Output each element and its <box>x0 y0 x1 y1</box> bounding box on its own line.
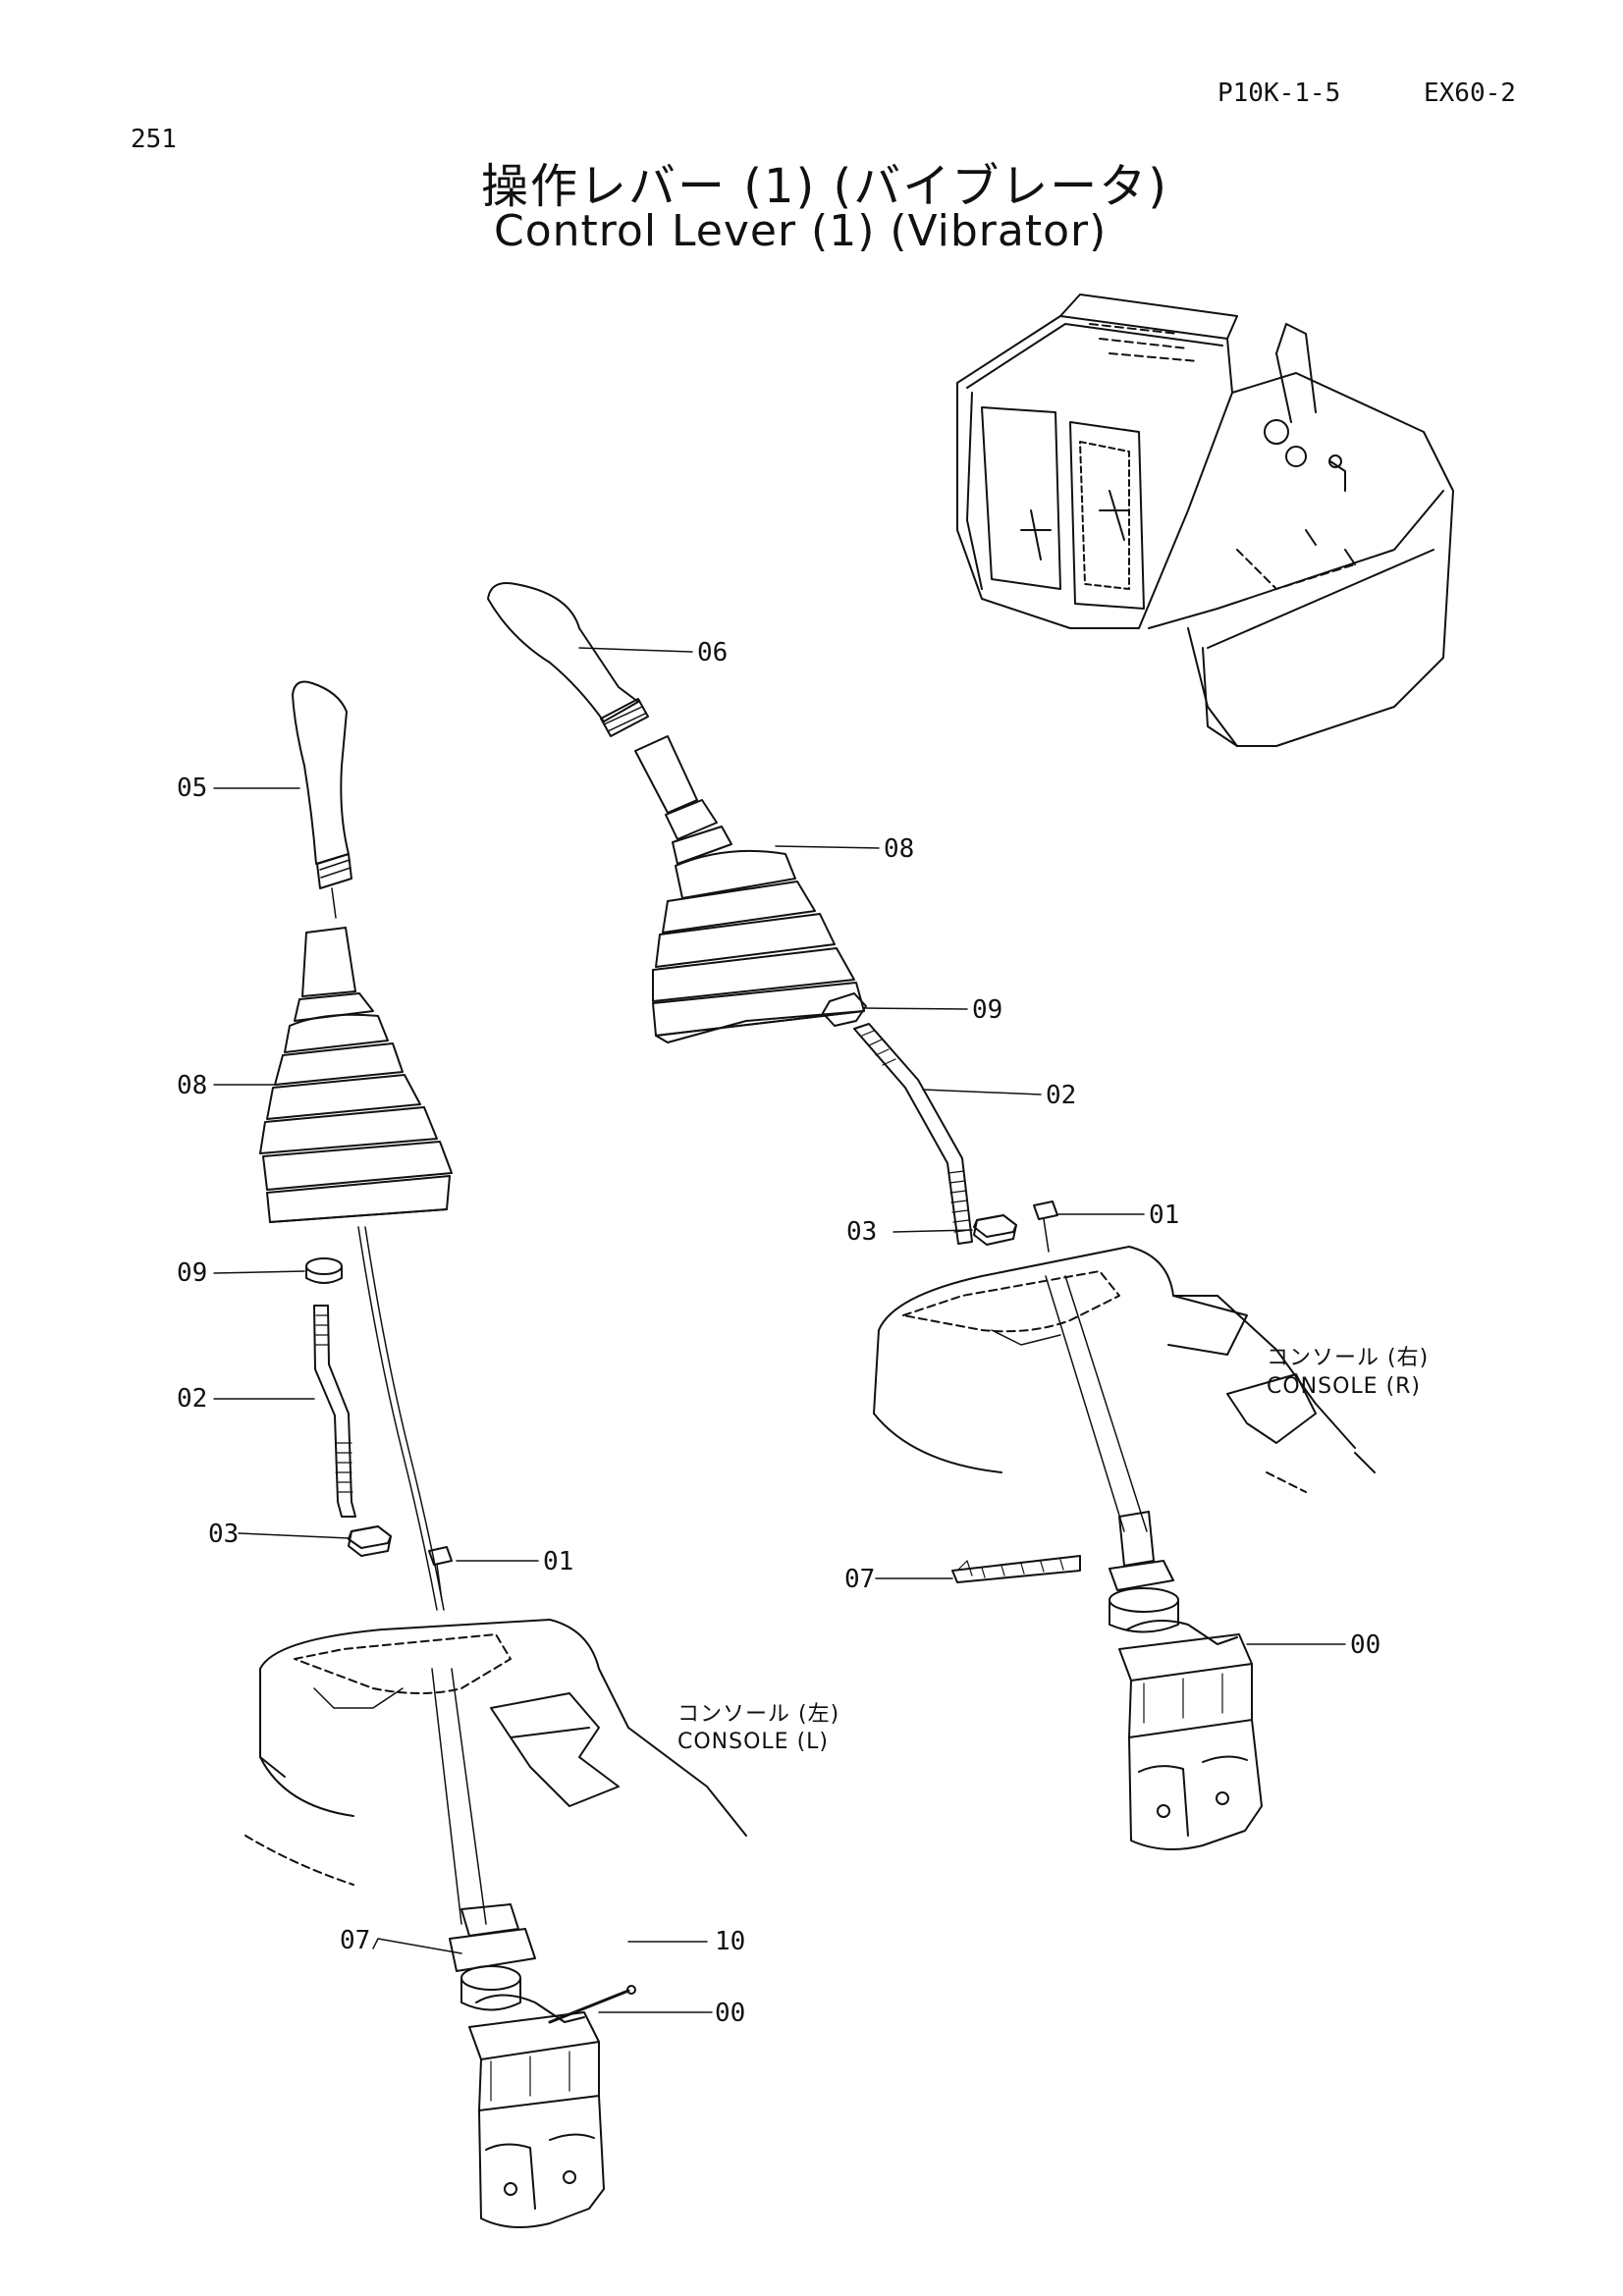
part-label-07-right: 07 <box>844 1565 876 1594</box>
part-label-05: 05 <box>177 774 208 803</box>
leader-lines <box>213 647 1346 2013</box>
part-label-01-right: 01 <box>1149 1201 1180 1230</box>
console-right-label-japanese: コンソール (右) <box>1267 1346 1430 1370</box>
part-label-02-left: 02 <box>177 1384 208 1414</box>
part-label-02-right: 02 <box>1046 1081 1077 1110</box>
part-label-03-left: 03 <box>208 1520 240 1549</box>
part-label-09-left: 09 <box>177 1258 208 1288</box>
console-left-label-japanese: コンソール (左) <box>677 1702 840 1727</box>
page-number: 251 <box>131 125 177 154</box>
title-english: Control Lever (1) (Vibrator) <box>494 206 1108 256</box>
part-label-08-right: 08 <box>884 834 915 864</box>
part-label-08-left: 08 <box>177 1071 208 1100</box>
excavator-cab-illustration <box>956 294 1454 747</box>
part-label-01-left: 01 <box>543 1547 574 1576</box>
part-label-03-right: 03 <box>846 1217 878 1247</box>
left-lever-assembly <box>244 680 747 2228</box>
part-label-10: 10 <box>715 1927 746 1956</box>
title-japanese: 操作レバー (1) (バイブレータ) <box>481 159 1168 214</box>
part-label-09-right: 09 <box>972 995 1003 1025</box>
part-label-07-left: 07 <box>340 1926 371 1955</box>
console-left-label-english: CONSOLE (L) <box>677 1730 829 1754</box>
model-code: EX60-2 <box>1424 79 1516 108</box>
part-label-00-right: 00 <box>1350 1630 1381 1660</box>
console-right-label-english: CONSOLE (R) <box>1267 1374 1422 1399</box>
section-code: P10K-1-5 <box>1217 79 1341 108</box>
right-lever-assembly <box>487 582 1376 1850</box>
part-label-00-left: 00 <box>715 1999 746 2028</box>
part-label-06: 06 <box>697 638 729 667</box>
